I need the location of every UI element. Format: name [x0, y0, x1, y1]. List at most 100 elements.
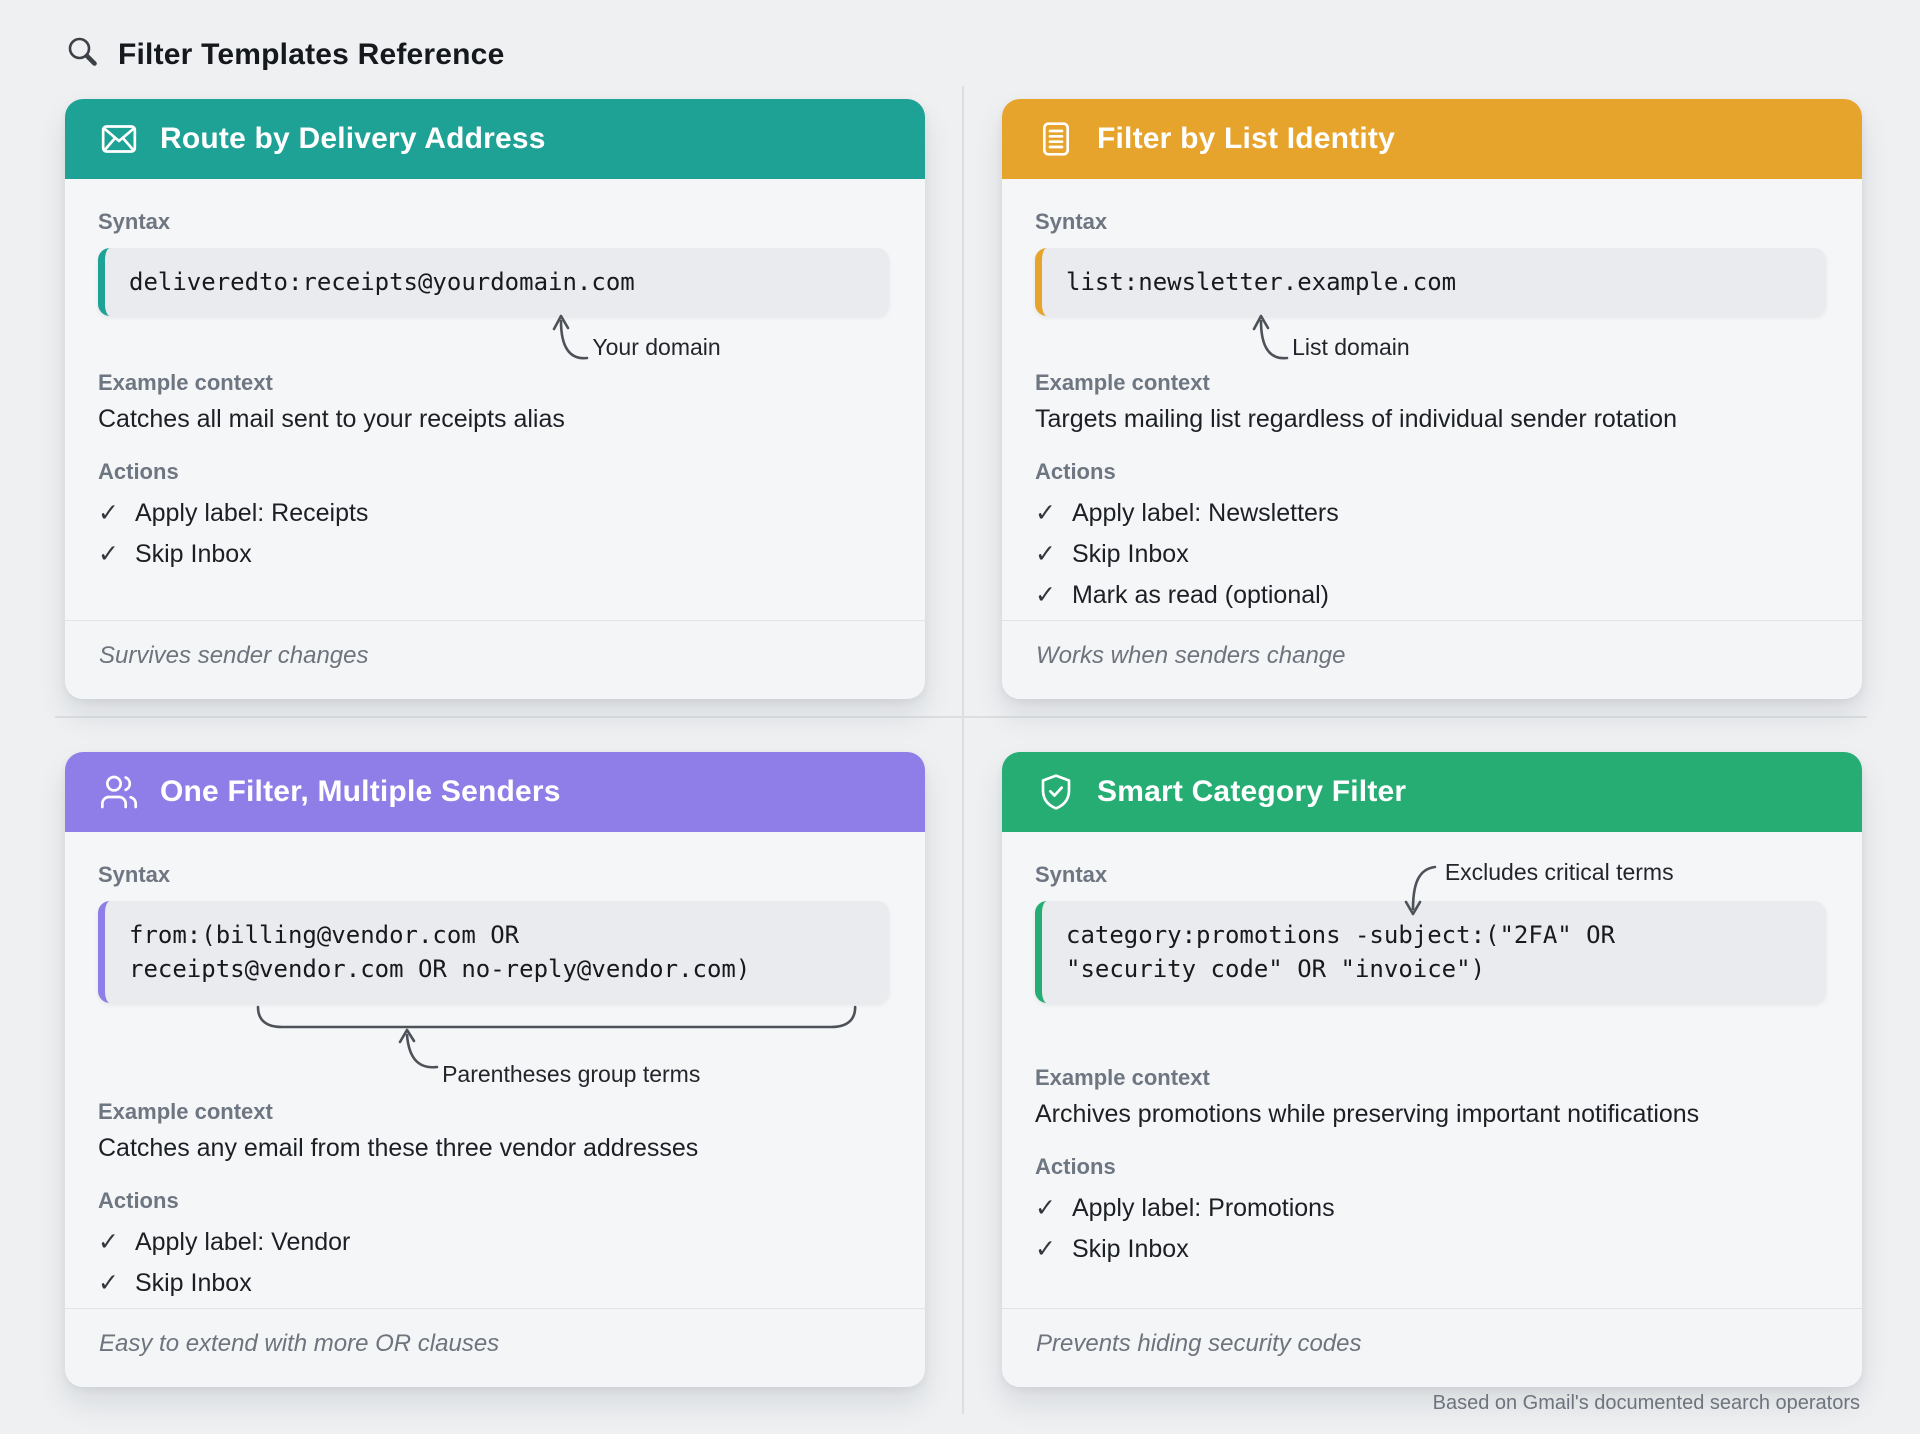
card-grid: Route by Delivery Address Syntax deliver…: [65, 99, 1862, 1388]
actions-section: Actions ✓ Apply label: Vendor ✓ Skip Inbox: [98, 1188, 889, 1298]
code-annotation: Excludes critical terms: [1403, 859, 1674, 919]
actions-label: Actions: [1035, 459, 1116, 485]
action-item: ✓ Skip Inbox: [98, 1268, 889, 1298]
card-title: Smart Category Filter: [1097, 775, 1407, 809]
check-icon: ✓: [98, 499, 119, 528]
card-footer-note: Prevents hiding security codes: [1002, 1308, 1862, 1388]
actions-section: Actions ✓ Apply label: Receipts ✓ Skip Inb…: [98, 459, 889, 569]
card-smart-category-filter: Smart Category Filter Syntax Excludes cr…: [1002, 752, 1862, 1388]
check-icon: ✓: [1035, 499, 1056, 528]
example-text: Archives promotions while preserving imp…: [1035, 1100, 1700, 1129]
action-item: ✓Mark as read (optional): [1035, 580, 1826, 610]
actions-list: ✓ Apply label: Vendor ✓ Skip Inbox: [98, 1227, 889, 1298]
example-section: Example context Catches any email from t…: [98, 1099, 889, 1163]
actions-section: Actions ✓ Apply label: Newsletters ✓ Skip …: [1035, 459, 1826, 610]
syntax-code: category:promotions -subject:("2FA" OR "…: [1035, 901, 1826, 1004]
action-item: ✓ Skip Inbox: [98, 539, 889, 569]
actions-section: Actions ✓ Apply label: Promotions ✓ Skip I…: [1035, 1154, 1826, 1264]
annotation-label: Excludes critical terms: [1444, 859, 1674, 886]
example-text: Catches all mail sent to your receipts a…: [98, 405, 565, 434]
card-body: Syntax from:(billing@vendor.com OR recei…: [65, 832, 925, 1308]
action-text: Apply label: Receipts: [134, 499, 369, 528]
syntax-code-wrap: Excludes critical terms category:promoti…: [1035, 859, 1826, 1004]
annotation-label: Parentheses group terms: [442, 1061, 701, 1088]
code-annotation: Parentheses group terms: [98, 1003, 889, 1095]
syntax-label: Syntax: [1035, 209, 1108, 234]
actions-label: Actions: [98, 459, 179, 485]
users-icon: [99, 772, 139, 812]
action-item: ✓ Skip Inbox: [1035, 1234, 1826, 1264]
card-footer-note: Easy to extend with more OR clauses: [65, 1308, 925, 1388]
card-title: One Filter, Multiple Senders: [160, 775, 561, 809]
search-icon: [65, 34, 101, 75]
action-text: Apply label: Newsletters: [1071, 499, 1339, 528]
code-annotation: Your domain: [98, 314, 889, 366]
syntax-code-wrap: deliveredto:receipts@yourdomain.com: [98, 248, 889, 317]
card-header: Filter by List Identity: [1002, 99, 1862, 179]
check-icon: ✓: [1035, 1194, 1056, 1223]
action-text: Skip Inbox: [134, 1269, 252, 1298]
card-header: One Filter, Multiple Senders: [65, 752, 925, 833]
page-title: Filter Templates Reference: [118, 37, 505, 71]
example-text: Targets mailing list regardless of indiv…: [1035, 405, 1677, 434]
bracket-icon: [256, 1007, 857, 1029]
action-text: Skip Inbox: [1071, 540, 1189, 569]
syntax-label: Syntax: [98, 862, 171, 888]
check-icon: ✓: [98, 1269, 119, 1298]
action-text: Skip Inbox: [134, 540, 252, 569]
example-text: Catches any email from these three vendo…: [98, 1134, 699, 1163]
syntax-code: deliveredto:receipts@yourdomain.com: [98, 248, 889, 317]
actions-label: Actions: [1035, 1154, 1116, 1180]
action-item: ✓ Apply label: Vendor: [98, 1227, 889, 1257]
check-icon: ✓: [1035, 1235, 1056, 1264]
example-context-label: Example context: [98, 1099, 273, 1125]
example-section: Example context Catches all mail sent to…: [98, 370, 889, 434]
action-text: Mark as read (optional): [1071, 581, 1330, 610]
annotation-arrow-icon: [1403, 863, 1437, 919]
card-footer-note: Survives sender changes: [65, 620, 925, 700]
actions-list: ✓ Apply label: Receipts ✓ Skip Inbox: [98, 498, 889, 569]
horizontal-divider: [55, 716, 1867, 718]
code-annotation: List domain: [1035, 314, 1826, 366]
action-text: Apply label: Vendor: [134, 1228, 351, 1257]
card-header: Route by Delivery Address: [65, 99, 925, 179]
action-item: ✓ Apply label: Newsletters: [1035, 498, 1826, 528]
syntax-label: Syntax: [1035, 862, 1108, 888]
vertical-divider: [962, 86, 964, 1414]
card-body: Syntax deliveredto:receipts@yourdomain.c…: [65, 179, 925, 620]
action-item: ✓ Apply label: Promotions: [1035, 1193, 1826, 1223]
shield-check-icon: [1036, 772, 1076, 812]
check-icon: ✓: [98, 540, 119, 569]
card-route-by-delivery-address: Route by Delivery Address Syntax deliver…: [65, 99, 925, 700]
annotation-label: Your domain: [592, 334, 721, 361]
card-header: Smart Category Filter: [1002, 752, 1862, 833]
example-section: Example context Targets mailing list reg…: [1035, 370, 1826, 434]
example-context-label: Example context: [1035, 370, 1210, 396]
syntax-code: list:newsletter.example.com: [1035, 248, 1826, 317]
syntax-code-wrap: from:(billing@vendor.com OR receipts@ven…: [98, 901, 889, 1004]
action-text: Skip Inbox: [1071, 1235, 1189, 1264]
annotation-label: List domain: [1292, 334, 1410, 361]
card-filter-by-list-identity: Filter by List Identity Syntax list:news…: [1002, 99, 1862, 700]
action-text: Apply label: Promotions: [1071, 1194, 1335, 1223]
example-context-label: Example context: [98, 370, 273, 396]
annotation-arrow-icon: [391, 1027, 439, 1069]
check-icon: ✓: [98, 1228, 119, 1257]
card-one-filter-multiple-senders: One Filter, Multiple Senders Syntax from…: [65, 752, 925, 1388]
annotation-arrow-icon: [1249, 312, 1289, 362]
card-body: Syntax list:newsletter.example.com List …: [1002, 179, 1862, 620]
action-item: ✓ Apply label: Receipts: [98, 498, 889, 528]
syntax-code-wrap: list:newsletter.example.com: [1035, 248, 1826, 317]
actions-label: Actions: [98, 1188, 179, 1214]
card-body: Syntax Excludes critical terms category:…: [1002, 832, 1862, 1308]
card-footer-note: Works when senders change: [1002, 620, 1862, 700]
annotation-arrow-icon: [549, 312, 589, 362]
example-section: Example context Archives promotions whil…: [1035, 1065, 1826, 1129]
attribution-note: Based on Gmail's documented search opera…: [1432, 1392, 1860, 1414]
actions-list: ✓ Apply label: Promotions ✓ Skip Inbox: [1035, 1193, 1826, 1264]
list-icon: [1036, 119, 1076, 159]
actions-list: ✓ Apply label: Newsletters ✓ Skip Inbox ✓M…: [1035, 498, 1826, 610]
syntax-label: Syntax: [98, 209, 171, 234]
page-header: Filter Templates Reference: [65, 34, 504, 75]
syntax-code: from:(billing@vendor.com OR receipts@ven…: [98, 901, 889, 1004]
